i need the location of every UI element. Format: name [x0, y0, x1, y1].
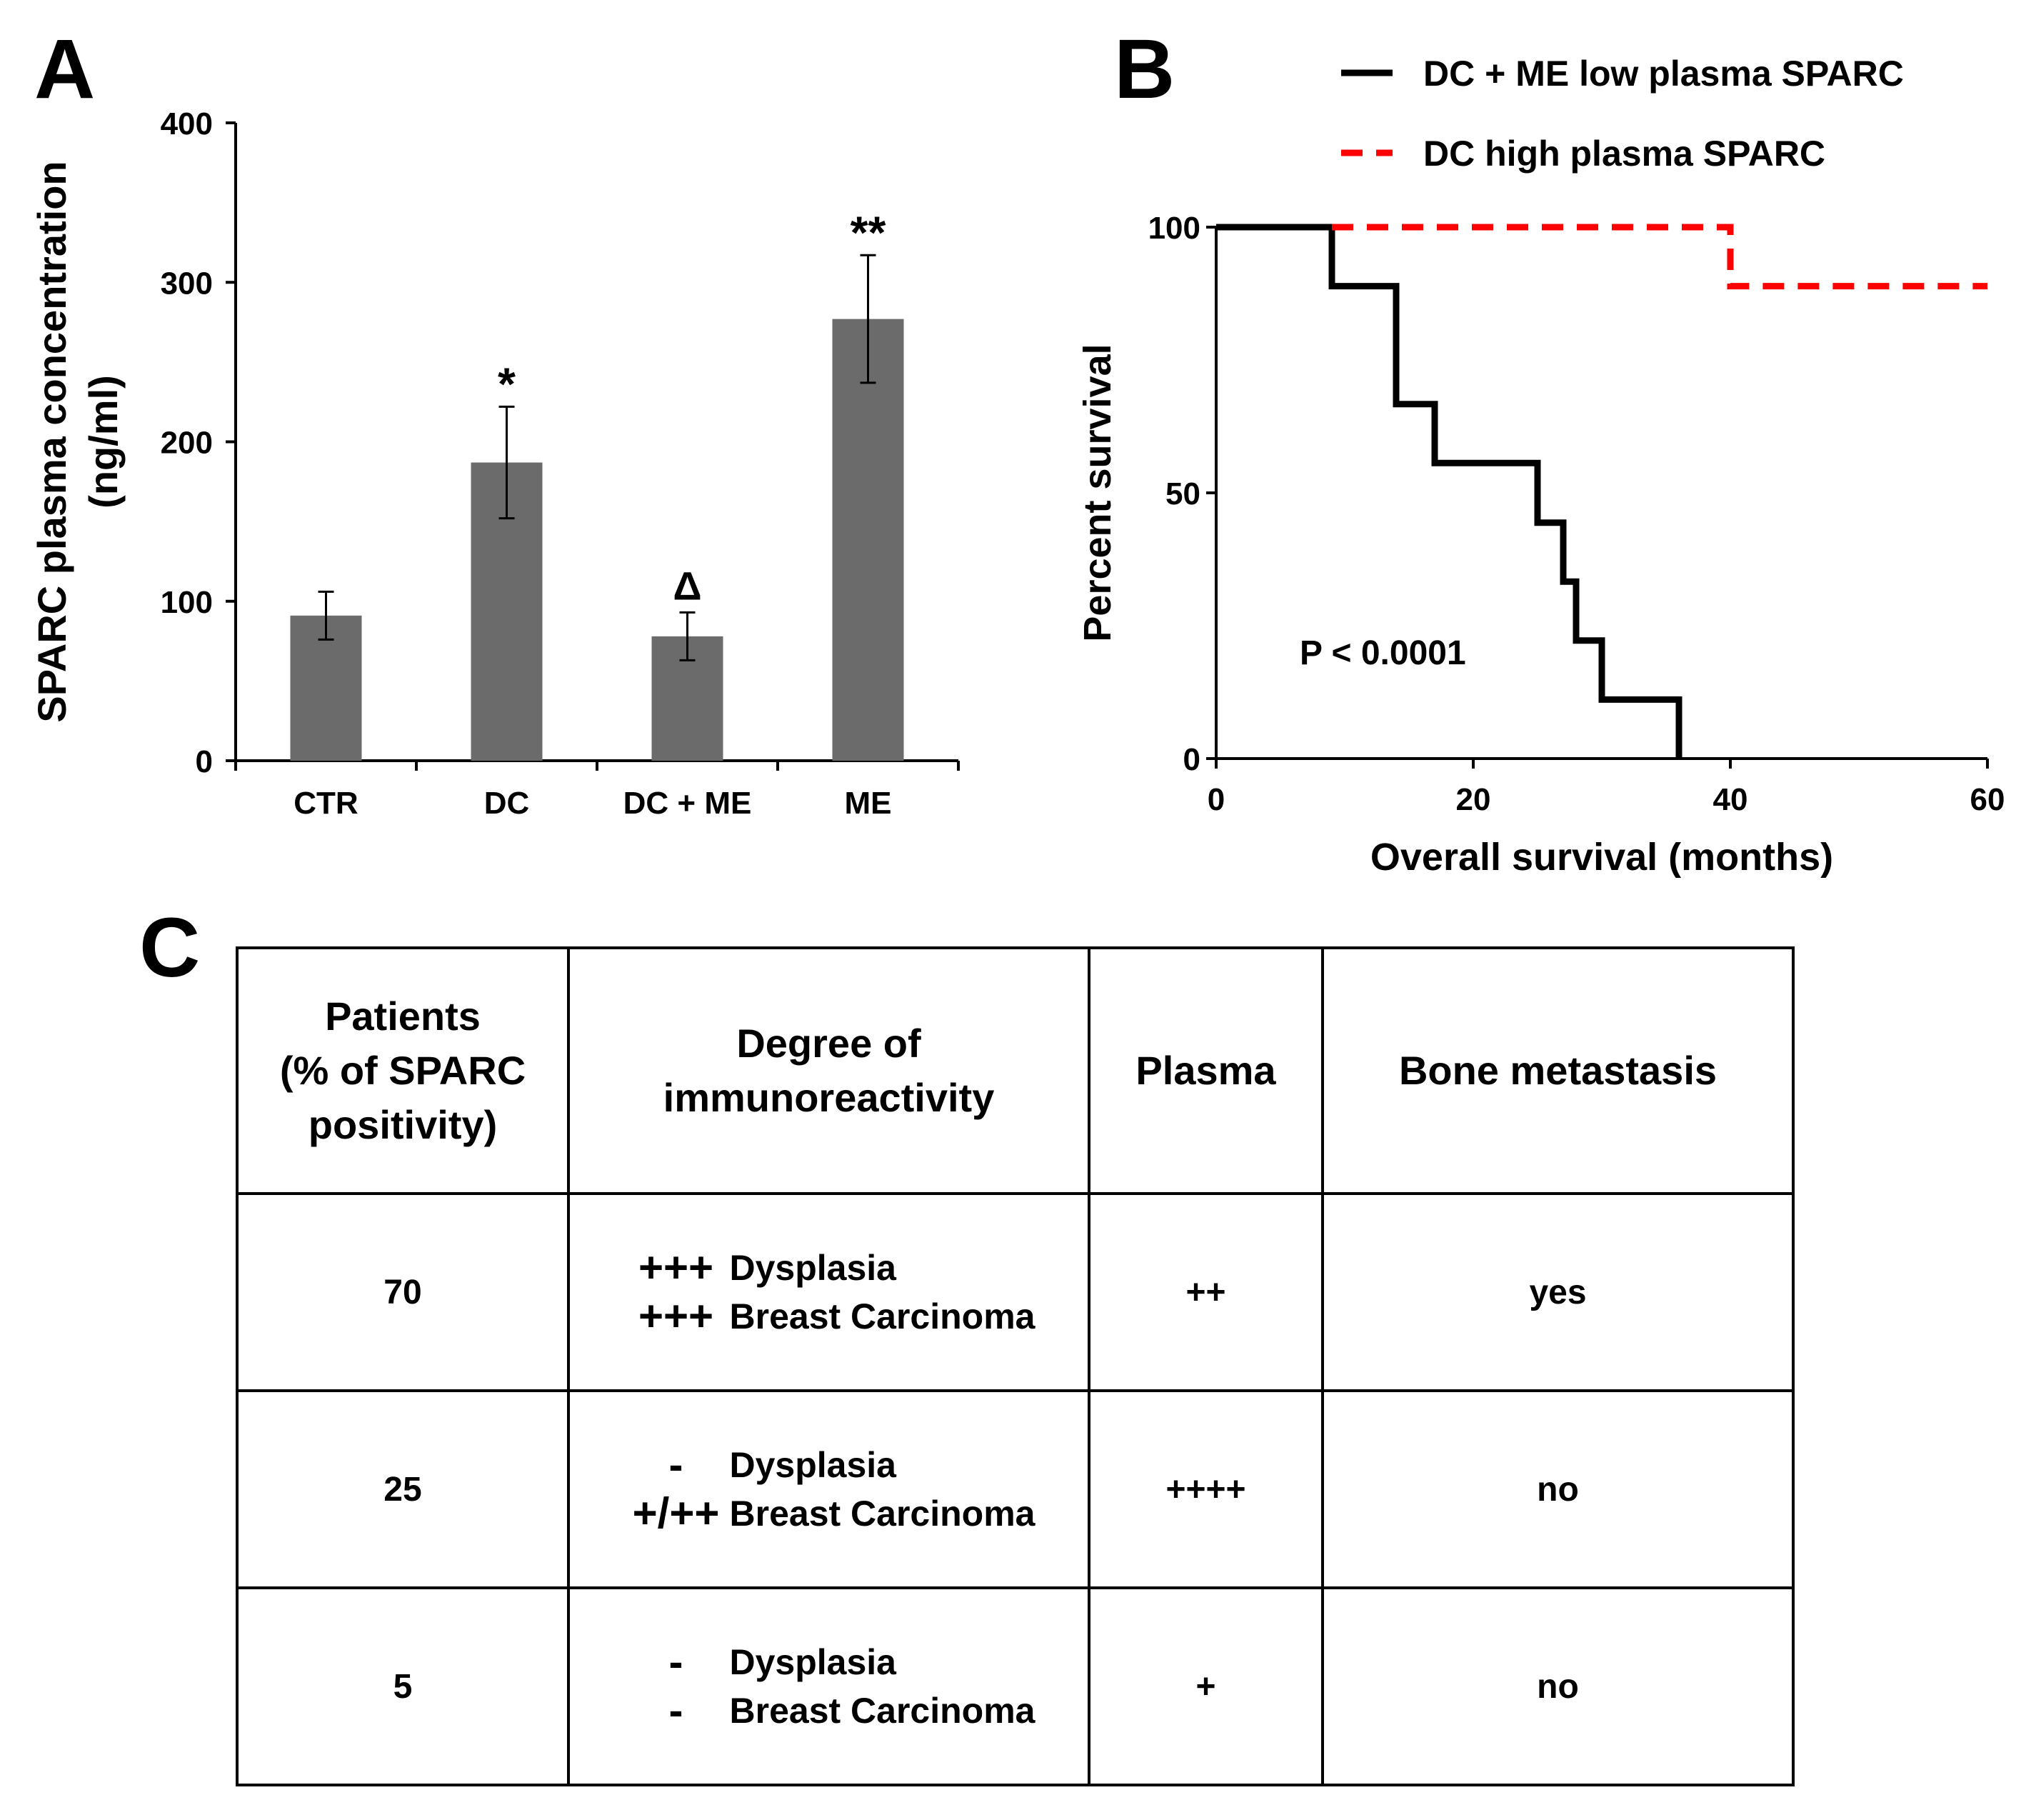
x-tick-label-b: 60 [1970, 782, 2005, 817]
header-line: positivity) [308, 1102, 498, 1147]
x-tick-label-a: ME [845, 786, 892, 821]
header-bone-metastasis: Bone metastasis [1321, 946, 1795, 1195]
x-tick-label-a: CTR [294, 786, 358, 821]
panel-label-b: B [1114, 22, 1175, 116]
cell-degree: - Dysplasia - Breast Carcinoma [567, 1586, 1090, 1786]
header-line: (% of SPARC [279, 1048, 526, 1093]
x-tick-label-b: 20 [1456, 782, 1491, 817]
x-tick-label-b: 0 [1208, 782, 1225, 817]
table-row: 25 - Dysplasia +/++ Breast Carcinoma +++… [236, 1389, 1795, 1589]
cell-patients: 70 [236, 1192, 570, 1392]
y-tick-label-a: 400 [161, 106, 213, 141]
y-tick-label-b: 50 [1165, 476, 1200, 511]
degree-mark: +++ [638, 1244, 714, 1291]
degree-label: Breast Carcinoma [729, 1494, 1035, 1534]
degree-mark: - [668, 1686, 683, 1734]
significance-annotation: ** [851, 206, 886, 258]
survival-curve [1216, 224, 1683, 759]
survival-curve [1332, 224, 1987, 290]
degree-label: Dysplasia [729, 1248, 896, 1288]
cell-plasma: + [1088, 1586, 1324, 1786]
table-header-row: Patients (% of SPARC positivity) Degree … [236, 946, 1795, 1195]
table-row: 70 +++ Dysplasia +++ Breast Carcinoma ++… [236, 1192, 1795, 1392]
header-line: Patients [325, 994, 481, 1039]
p-value-annotation: P < 0.0001 [1300, 634, 1466, 672]
x-tick-label-a: DC [484, 786, 530, 821]
degree-label: Dysplasia [729, 1642, 896, 1682]
cell-bone-metastasis: no [1321, 1586, 1795, 1786]
cell-patients: 5 [236, 1586, 570, 1786]
header-degree: Degree of immunoreactivity [567, 946, 1090, 1195]
header-plasma: Plasma [1088, 946, 1324, 1195]
cell-bone-metastasis: no [1321, 1389, 1795, 1589]
y-axis-label-b: Percent survival [1076, 344, 1119, 641]
y-tick-label-a: 100 [161, 585, 213, 620]
y-tick-label-b: 100 [1148, 211, 1200, 246]
significance-annotation: * [498, 358, 516, 409]
y-axis-label-a: (ng/ml) [81, 375, 126, 509]
sparc-summary-table: Patients (% of SPARC positivity) Degree … [236, 946, 1795, 1786]
y-axis-label-a: SPARC plasma concentration [29, 161, 74, 722]
y-tick-label-a: 300 [161, 266, 213, 301]
y-tick-label-a: 200 [161, 426, 213, 461]
header-line: Bone metastasis [1398, 1048, 1717, 1093]
degree-label: Dysplasia [729, 1445, 896, 1485]
header-line: Plasma [1135, 1048, 1276, 1093]
degree-label: Breast Carcinoma [729, 1296, 1035, 1336]
panel-label-a: A [34, 22, 96, 116]
significance-annotation: Δ [673, 563, 701, 608]
table-row: 5 - Dysplasia - Breast Carcinoma + no [236, 1586, 1795, 1786]
degree-mark: +/++ [632, 1489, 720, 1537]
degree-mark: - [668, 1441, 683, 1489]
degree-mark: +++ [638, 1292, 714, 1340]
cell-degree: - Dysplasia +/++ Breast Carcinoma [567, 1389, 1090, 1589]
header-line: Degree of [736, 1021, 921, 1066]
cell-degree: +++ Dysplasia +++ Breast Carcinoma [567, 1192, 1090, 1392]
cell-plasma: ++ [1088, 1192, 1324, 1392]
header-patients: Patients (% of SPARC positivity) [236, 946, 570, 1195]
cell-plasma: ++++ [1088, 1389, 1324, 1589]
panel-label-c: C [139, 901, 201, 995]
cell-bone-metastasis: yes [1321, 1192, 1795, 1392]
degree-label: Breast Carcinoma [729, 1691, 1035, 1731]
legend-label: DC high plasma SPARC [1423, 134, 1825, 174]
x-tick-label-b: 40 [1713, 782, 1748, 817]
x-axis-label-b: Overall survival (months) [1370, 836, 1833, 879]
bar [832, 319, 904, 761]
y-tick-label-a: 0 [196, 744, 213, 779]
x-tick-label-a: DC + ME [623, 786, 752, 821]
header-line: immunoreactivity [663, 1075, 995, 1120]
legend-label: DC + ME low plasma SPARC [1423, 54, 1904, 94]
y-tick-label-b: 0 [1183, 742, 1200, 777]
degree-mark: - [668, 1638, 683, 1686]
cell-patients: 25 [236, 1389, 570, 1589]
